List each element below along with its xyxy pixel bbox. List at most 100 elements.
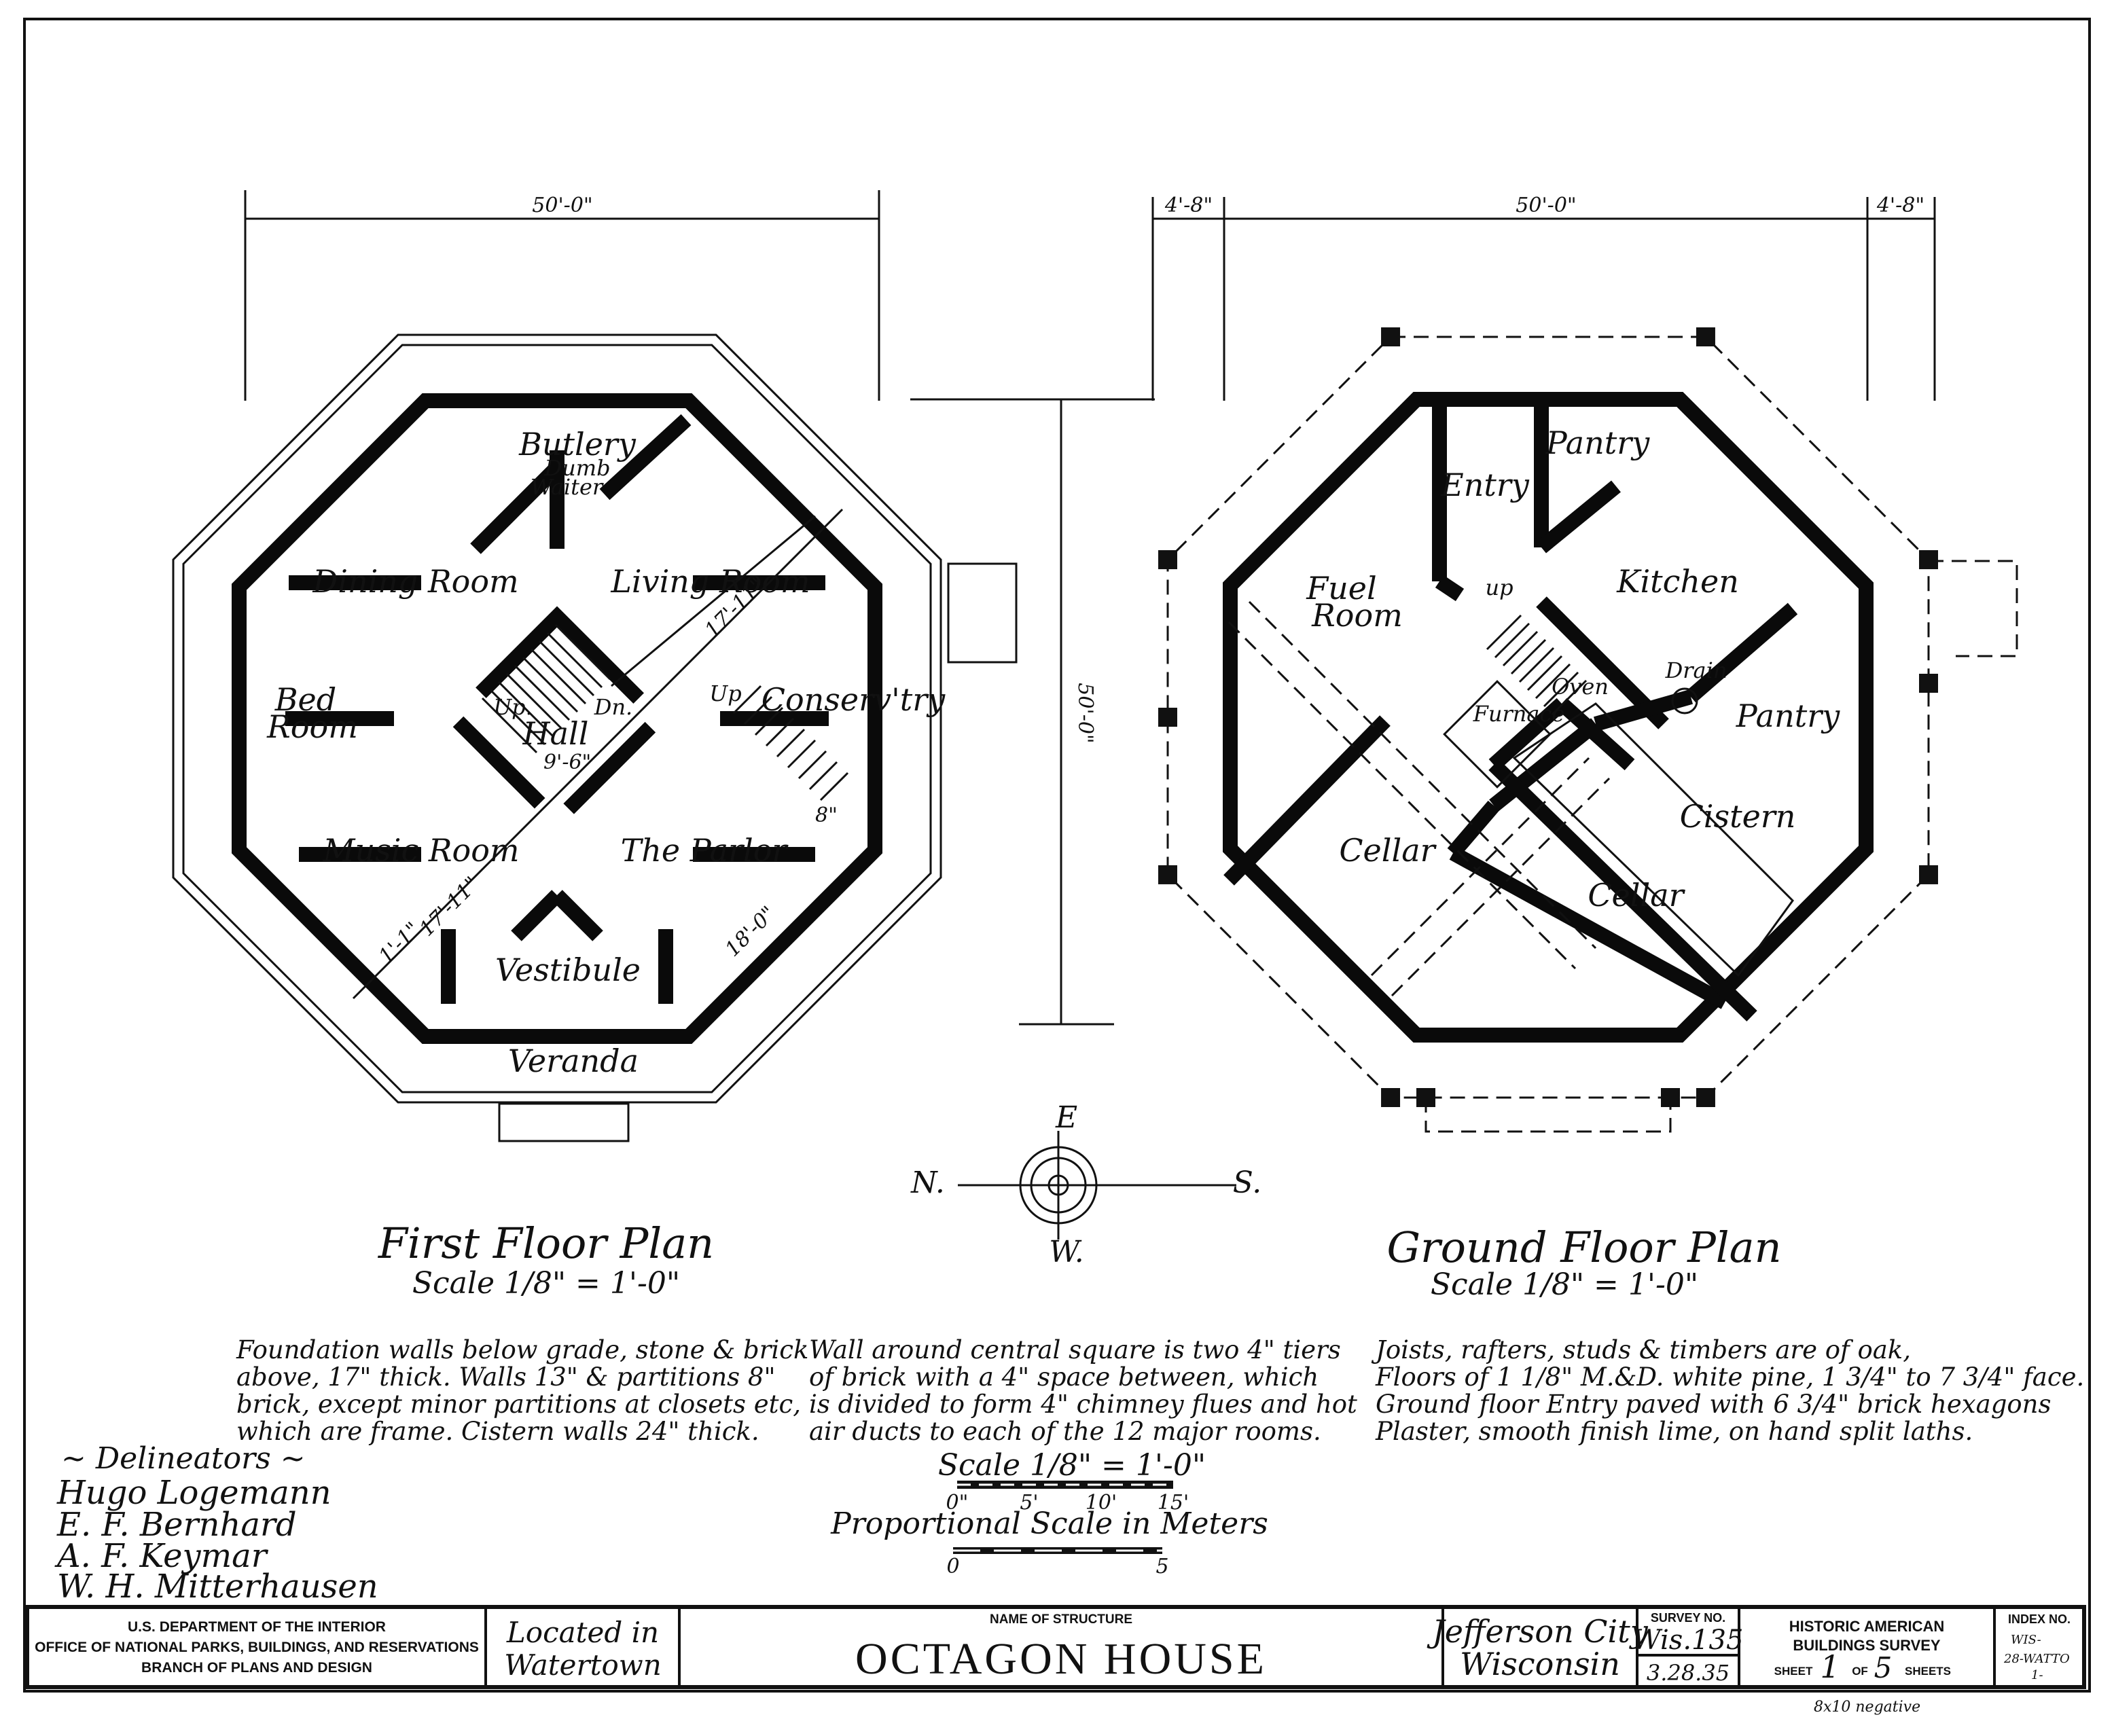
svg-text:~ Delineators ~: ~ Delineators ~ [61, 1441, 306, 1476]
porch-pier [1919, 550, 1938, 570]
svg-text:Wall around central square is: Wall around central square is two 4" tie… [809, 1335, 1341, 1364]
partition-wall [1449, 846, 1729, 1009]
stair-tread [1518, 647, 1555, 683]
sheet-number: 1 [1820, 1648, 1840, 1685]
porch-extension [1929, 560, 2018, 657]
front-steps [498, 1102, 630, 1142]
compass-north: N. [910, 1165, 945, 1200]
index-value: WIS- [2011, 1633, 2041, 1647]
svg-text:W. H. Mitterhausen: W. H. Mitterhausen [57, 1568, 378, 1606]
room-label-dining-room: Dining Room [312, 563, 518, 600]
compass-east: E [1055, 1100, 1077, 1135]
stair-tread [481, 697, 538, 754]
structure-name-label: NAME OF STRUCTURE [990, 1612, 1132, 1627]
stair-tread [776, 728, 806, 758]
plan-title: First Floor Plan [378, 1218, 714, 1268]
foundation-line [1370, 757, 1590, 977]
svg-text:0: 0 [946, 1555, 959, 1578]
svg-text:0": 0" [946, 1491, 969, 1515]
partition-wall [599, 414, 692, 501]
dimension-center: 50'-0" [1516, 194, 1576, 217]
plan-scale: Scale 1/8" = 1'-0" [1431, 1267, 1698, 1302]
partition-wall [1537, 480, 1621, 554]
stair-tread [1535, 663, 1571, 700]
dimension-left: 4'-8" [1164, 194, 1213, 217]
veranda-outline [172, 333, 942, 1104]
porch-pier [1158, 865, 1177, 884]
stair-tread [497, 681, 554, 738]
room-label-waiter: Waiter [531, 474, 604, 500]
drain-label: Drain [1665, 657, 1727, 683]
partition-wall [1489, 718, 1600, 812]
svg-text:Joists, rafters, studs & timbe: Joists, rafters, studs & timbers are of … [1371, 1335, 1911, 1364]
dimension-label: 9'-6" [543, 751, 591, 774]
room-label-room: Room [1311, 597, 1403, 634]
svg-text:Scale 1/8" = 1'-0": Scale 1/8" = 1'-0" [938, 1448, 1206, 1483]
overall-dimension: 50'-0" [532, 194, 592, 217]
room-label-cellar: Cellar [1588, 877, 1685, 914]
compass-west: W. [1049, 1235, 1084, 1269]
agency-line: BRANCH OF PLANS AND DESIGN [141, 1660, 372, 1676]
svg-text:Hugo Logemann: Hugo Logemann [56, 1474, 332, 1512]
porch-pier [1919, 865, 1938, 884]
veranda-inner-outline [182, 344, 932, 1093]
partition-wall [1223, 715, 1391, 886]
svg-text:air ducts to each of the 12 ma: air ducts to each of the 12 major rooms. [809, 1417, 1321, 1446]
room-label-kitchen: Kitchen [1616, 563, 1739, 600]
survey-no: Wis.135 [1633, 1625, 1744, 1656]
porch-pier [1158, 550, 1177, 570]
room-label-cellar: Cellar [1339, 832, 1437, 869]
svg-text:5: 5 [1155, 1555, 1168, 1578]
svg-text:E. F. Bernhard: E. F. Bernhard [56, 1506, 297, 1544]
svg-text:10': 10' [1086, 1491, 1117, 1515]
svg-text:Plaster, smooth finish lime, o: Plaster, smooth finish lime, on hand spl… [1375, 1417, 1973, 1446]
svg-text:OF: OF [1852, 1665, 1868, 1678]
stair-up-label: up [1485, 575, 1513, 600]
notes-right: Joists, rafters, studs & timbers are of … [1371, 1335, 2084, 1446]
stair-tread [732, 685, 762, 715]
stair-tread [514, 664, 571, 721]
index-no-label: INDEX NO. [2008, 1612, 2071, 1626]
stair-tread [765, 717, 795, 747]
central-hall-wall [444, 606, 670, 831]
partition-wall [1447, 800, 1500, 858]
agency-line: U.S. DEPARTMENT OF THE INTERIOR [128, 1619, 386, 1635]
furnace [1443, 680, 1552, 789]
title-block: U.S. DEPARTMENT OF THE INTERIOR OFFICE O… [25, 1605, 2086, 1689]
habs-line: HISTORIC AMERICAN [1789, 1618, 1945, 1635]
svg-text:Proportional Scale in Meters: Proportional Scale in Meters [830, 1506, 1268, 1541]
stair-tread [787, 739, 817, 769]
location-city: Jefferson City [1427, 1613, 1648, 1650]
stair-tread [505, 672, 562, 729]
stair-tread [808, 761, 838, 791]
svg-text:5': 5' [1020, 1491, 1038, 1515]
svg-text:brick, except minor partitions: brick, except minor partitions at closet… [236, 1390, 801, 1419]
room-label-veranda: Veranda [508, 1043, 639, 1079]
stair-tread [546, 632, 603, 689]
exterior-wall [232, 393, 882, 1044]
cistern-wall [1488, 759, 1757, 1021]
stair-tread [754, 706, 784, 736]
porch-pier [1919, 674, 1938, 693]
exterior-wall [1223, 392, 1874, 1043]
room-label-the-parlor: The Parlor [621, 832, 789, 869]
first-floor-plan: 50'-0" Butlery Dumb Waiter Dining Room L… [172, 190, 1018, 1301]
stair-tread [819, 772, 849, 801]
room-label-room: Room [266, 708, 358, 745]
oven-label: Oven [1552, 674, 1609, 700]
partition-wall [511, 890, 562, 941]
survey-date: 3.28.35 [1647, 1660, 1730, 1686]
side-steps [947, 562, 1018, 664]
stair-tread [1543, 671, 1579, 708]
stair-tread [798, 750, 827, 780]
notes-middle: Wall around central square is two 4" tie… [809, 1335, 1357, 1446]
porch-pier [1381, 327, 1401, 346]
partition-wall [1556, 698, 1635, 771]
svg-text:is divided to form 4" chimney: is divided to form 4" chimney flues and … [809, 1390, 1357, 1419]
room-label-conservatory: Conserv'try [762, 681, 946, 718]
dimension-label: 8" [815, 803, 838, 827]
porch-extension [1425, 1098, 1672, 1133]
stair-tread [522, 656, 579, 713]
partition-wall [1488, 698, 1567, 771]
